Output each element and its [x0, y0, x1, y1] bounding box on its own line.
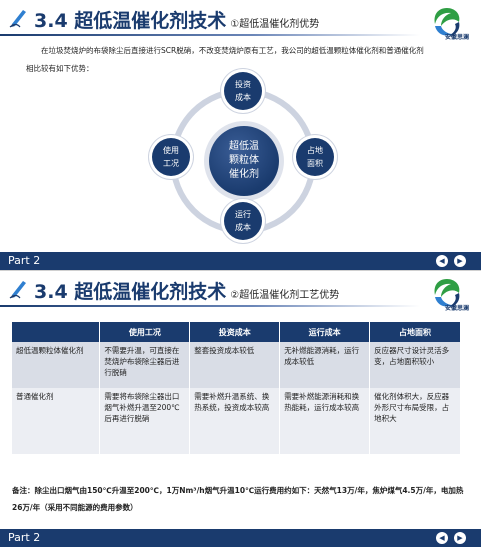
table-cell: 需要将布袋除尘器出口烟气补燃升温至200℃后再进行脱硝	[99, 388, 191, 454]
node-label: 投资	[235, 80, 251, 89]
table-cell: 需要补燃能源消耗和换热能耗，运行成本较高	[279, 388, 371, 454]
footnote: 备注：除尘出口烟气由150℃升温至200℃，1万Nm³/h烟气升温10℃运行费用…	[12, 486, 464, 512]
table-row: 超低温颗粒体催化剂 不需要升温，可直接在焚烧炉布袋除尘器后进行脱硝 整套投资成本…	[12, 342, 461, 388]
table-cell: 无补燃能源消耗，运行成本较低	[279, 342, 371, 388]
center-line: 催化剂	[229, 169, 259, 180]
node-label: 成本	[235, 93, 251, 102]
node-operating-cost: 运行成本	[224, 202, 262, 240]
table-header: 使用工况	[99, 322, 191, 342]
center-line: 颗粒体	[229, 155, 259, 166]
page-subtitle: ②超低温催化剂工艺优势	[230, 290, 340, 301]
footer-bar: Part 2 ◀ ▶	[0, 252, 481, 270]
table-row: 普通催化剂 需要将布袋除尘器出口烟气补燃升温至200℃后再进行脱硝 需要补燃升温…	[12, 388, 461, 454]
page-subtitle: ①超低温催化剂优势	[230, 19, 320, 30]
table-cell: 不需要升温，可直接在焚烧炉布袋除尘器后进行脱硝	[99, 342, 191, 388]
node-label: 占地	[307, 146, 323, 155]
table-cell: 需要补燃升温系统、换热系统，投资成本较高	[189, 388, 281, 454]
node-investment-cost: 投资成本	[224, 72, 262, 110]
table-header-row: 使用工况 投资成本 运行成本 占地面积	[12, 322, 461, 342]
footer-label: Part 2	[8, 531, 41, 544]
title-text: 3.4 超低温催化剂技术	[34, 281, 227, 303]
table-cell: 整套投资成本较低	[189, 342, 281, 388]
center-line: 超低温	[229, 141, 259, 152]
table-header	[12, 322, 101, 342]
logo-icon	[434, 8, 460, 36]
prev-icon[interactable]: ◀	[436, 532, 448, 544]
table-cell: 催化剂体积大，反应器外形尺寸布局受限，占地积大	[369, 388, 461, 454]
title-text: 3.4 超低温催化剂技术	[34, 10, 227, 32]
center-circle: 超低温颗粒体催化剂	[209, 126, 279, 196]
node-label: 面积	[307, 159, 323, 168]
next-icon[interactable]: ▶	[454, 255, 466, 267]
table-header: 占地面积	[369, 322, 461, 342]
table-cell: 普通催化剂	[12, 388, 101, 454]
title-divider	[0, 305, 420, 307]
node-working-condition: 使用工况	[152, 138, 190, 176]
pen-icon	[9, 10, 26, 28]
logo-text: 安徽思澜	[444, 34, 469, 41]
node-floor-area: 占地面积	[296, 138, 334, 176]
node-label: 运行	[235, 210, 251, 219]
node-label: 成本	[235, 223, 251, 232]
logo-icon	[434, 279, 460, 307]
node-label: 工况	[163, 159, 179, 168]
prev-icon[interactable]: ◀	[436, 255, 448, 267]
table-header: 投资成本	[189, 322, 281, 342]
footer-bar: Part 2 ◀ ▶	[0, 529, 481, 547]
intro-paragraph: 在垃圾焚烧炉的布袋除尘后直接进行SCR脱硝，不改变焚烧炉原有工艺，我公司的超低温…	[26, 46, 424, 73]
footer-label: Part 2	[8, 254, 41, 267]
table-header: 运行成本	[279, 322, 371, 342]
next-icon[interactable]: ▶	[454, 532, 466, 544]
pen-icon	[9, 281, 26, 299]
table-cell: 超低温颗粒体催化剂	[12, 342, 101, 388]
title-divider	[0, 34, 420, 36]
logo-text: 安徽思澜	[444, 305, 469, 312]
node-label: 使用	[163, 146, 179, 155]
comparison-table: 使用工况 投资成本 运行成本 占地面积 超低温颗粒体催化剂 不需要升温，可直接在…	[12, 322, 461, 454]
table-cell: 反应器尺寸设计灵活多变，占地面积较小	[369, 342, 461, 388]
